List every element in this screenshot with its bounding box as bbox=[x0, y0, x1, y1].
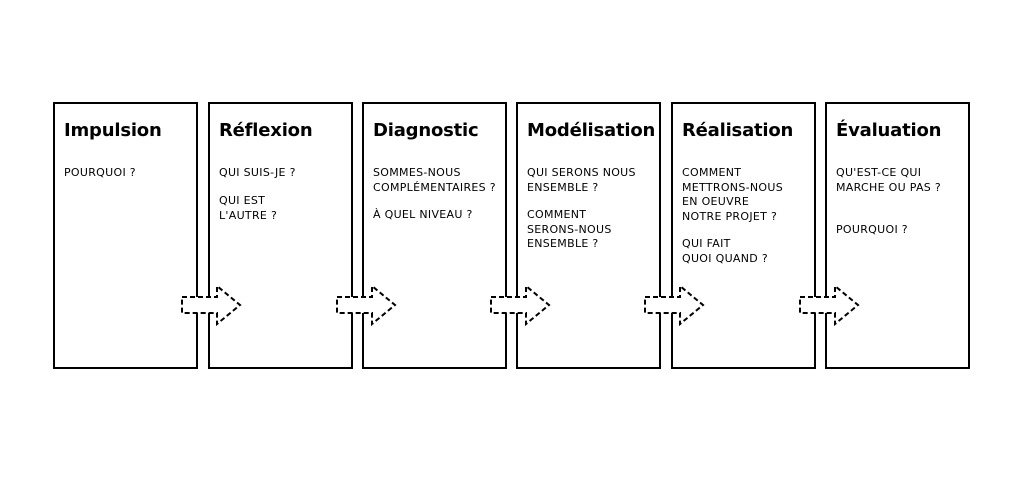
stage-question: COMMENT SERONS-NOUS ENSEMBLE ? bbox=[527, 208, 612, 250]
stage-question: QUI SERONS NOUS ENSEMBLE ? bbox=[527, 166, 636, 194]
dashed-arrow-icon bbox=[336, 284, 397, 326]
stage-question: POURQUOI ? bbox=[836, 223, 908, 236]
stage-title: Diagnostic bbox=[373, 120, 479, 141]
stage-question: SOMMES-NOUS COMPLÉMENTAIRES ? bbox=[373, 166, 496, 194]
dashed-arrow-icon bbox=[799, 284, 860, 326]
stage-realisation: Réalisation COMMENT METTRONS-NOUS EN OEU… bbox=[671, 102, 816, 369]
dashed-arrow-icon bbox=[490, 284, 551, 326]
stage-modelisation: Modélisation QUI SERONS NOUS ENSEMBLE ? … bbox=[516, 102, 661, 369]
dashed-arrow-icon bbox=[644, 284, 705, 326]
stage-question: QUI SUIS-JE ? bbox=[219, 166, 296, 179]
stage-diagnostic: Diagnostic SOMMES-NOUS COMPLÉMENTAIRES ?… bbox=[362, 102, 507, 369]
stage-impulsion: Impulsion POURQUOI ? bbox=[53, 102, 198, 369]
stage-question: QU'EST-CE QUI MARCHE OU PAS ? bbox=[836, 166, 941, 194]
stage-question: À QUEL NIVEAU ? bbox=[373, 208, 473, 221]
stage-question: QUI EST L'AUTRE ? bbox=[219, 194, 278, 222]
stage-question: QUI FAIT QUOI QUAND ? bbox=[682, 237, 768, 265]
stage-reflexion: Réflexion QUI SUIS-JE ? QUI EST L'AUTRE … bbox=[208, 102, 353, 369]
stage-evaluation: Évaluation QU'EST-CE QUI MARCHE OU PAS ?… bbox=[825, 102, 970, 369]
stage-question: POURQUOI ? bbox=[64, 166, 136, 179]
stage-title: Modélisation bbox=[527, 120, 656, 141]
stage-title: Évaluation bbox=[836, 120, 942, 141]
stage-question: COMMENT METTRONS-NOUS EN OEUVRE NOTRE PR… bbox=[682, 166, 783, 223]
stage-title: Réalisation bbox=[682, 120, 794, 141]
stage-title: Réflexion bbox=[219, 120, 313, 141]
dashed-arrow-icon bbox=[181, 284, 242, 326]
stage-title: Impulsion bbox=[64, 120, 162, 141]
